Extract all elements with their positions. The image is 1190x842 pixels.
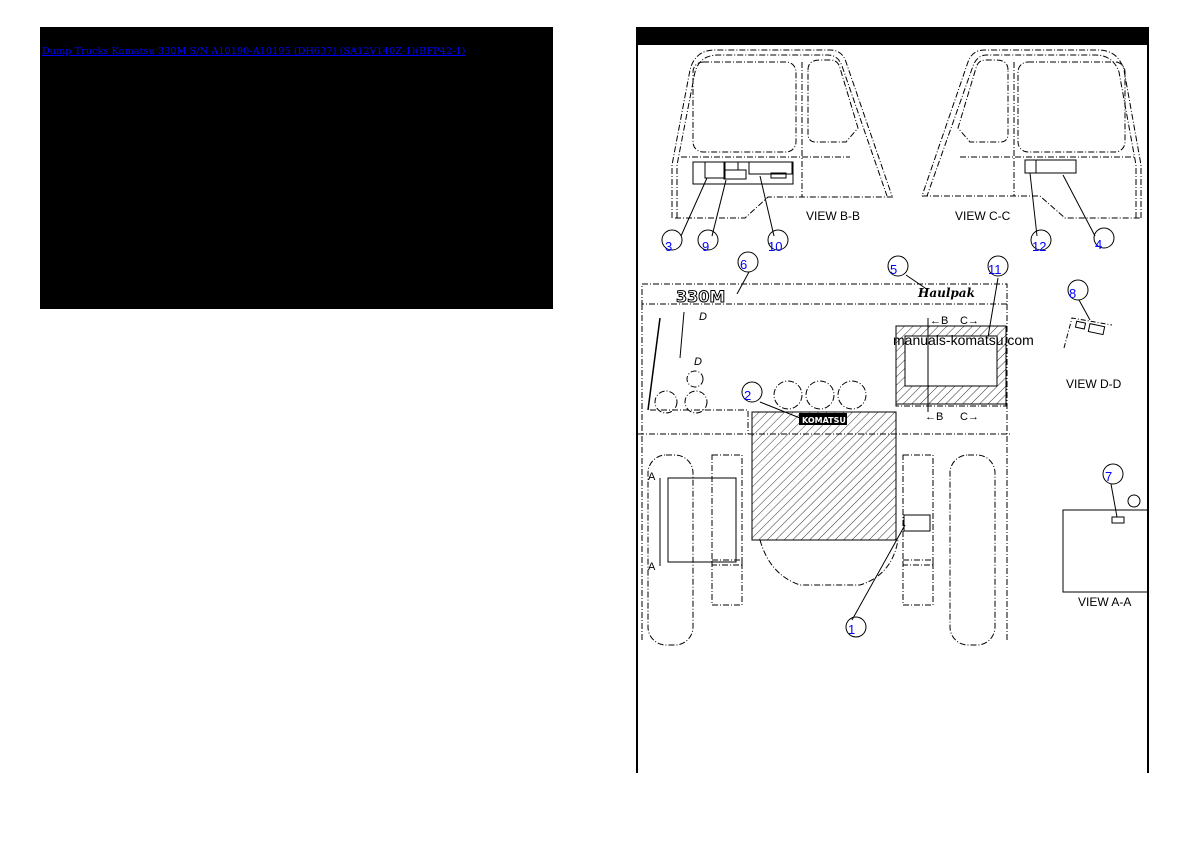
document-title-link[interactable]: Dump Trucks Komatsu 330M S/N A10190-A101… — [42, 46, 466, 57]
callout-2[interactable]: 2 — [744, 388, 751, 403]
diagram-header-bar — [636, 27, 1149, 45]
model-badge: 330M — [676, 287, 725, 306]
frame-border-left — [636, 45, 638, 773]
cab-view-bb — [671, 49, 893, 219]
svg-text:D: D — [699, 311, 707, 323]
callout-11[interactable]: 11 — [988, 262, 1002, 277]
svg-text:D: D — [694, 356, 702, 368]
callout-3[interactable]: 3 — [665, 239, 672, 254]
svg-text:C→: C→ — [960, 411, 979, 423]
watermark: manuals-komatsu.com — [893, 332, 1034, 348]
view-label-aa: VIEW A-A — [1078, 595, 1131, 609]
parts-diagram-frame — [636, 27, 1149, 773]
frame-border-right — [1147, 45, 1149, 773]
haulpak-logo: Haulpak — [917, 286, 975, 300]
view-aa-box — [1062, 509, 1149, 593]
callout-8[interactable]: 8 — [1069, 286, 1076, 301]
cab-view-cc — [921, 49, 1142, 219]
svg-text:←B: ←B — [925, 411, 943, 423]
callout-12[interactable]: 12 — [1032, 239, 1046, 254]
callout-10[interactable]: 10 — [768, 239, 782, 254]
callout-numbers: 3 9 10 12 4 6 5 11 8 2 1 7 — [665, 237, 1112, 637]
svg-text:A: A — [648, 561, 656, 573]
document-header-panel: Dump Trucks Komatsu 330M S/N A10190-A101… — [40, 27, 553, 309]
callout-9[interactable]: 9 — [702, 239, 709, 254]
view-label-dd: VIEW D-D — [1066, 377, 1122, 391]
callout-5[interactable]: 5 — [890, 262, 897, 277]
callout-6[interactable]: 6 — [740, 257, 747, 272]
callout-7[interactable]: 7 — [1105, 469, 1112, 484]
svg-text:A: A — [648, 471, 656, 483]
svg-text:C→: C→ — [960, 315, 979, 327]
callout-1[interactable]: 1 — [848, 622, 855, 637]
svg-text:←B: ←B — [930, 315, 948, 327]
view-label-cc: VIEW C-C — [955, 209, 1011, 223]
view-label-bb: VIEW B-B — [806, 209, 860, 223]
komatsu-badge: KOMATSU — [802, 416, 846, 425]
callout-4[interactable]: 4 — [1095, 237, 1102, 252]
